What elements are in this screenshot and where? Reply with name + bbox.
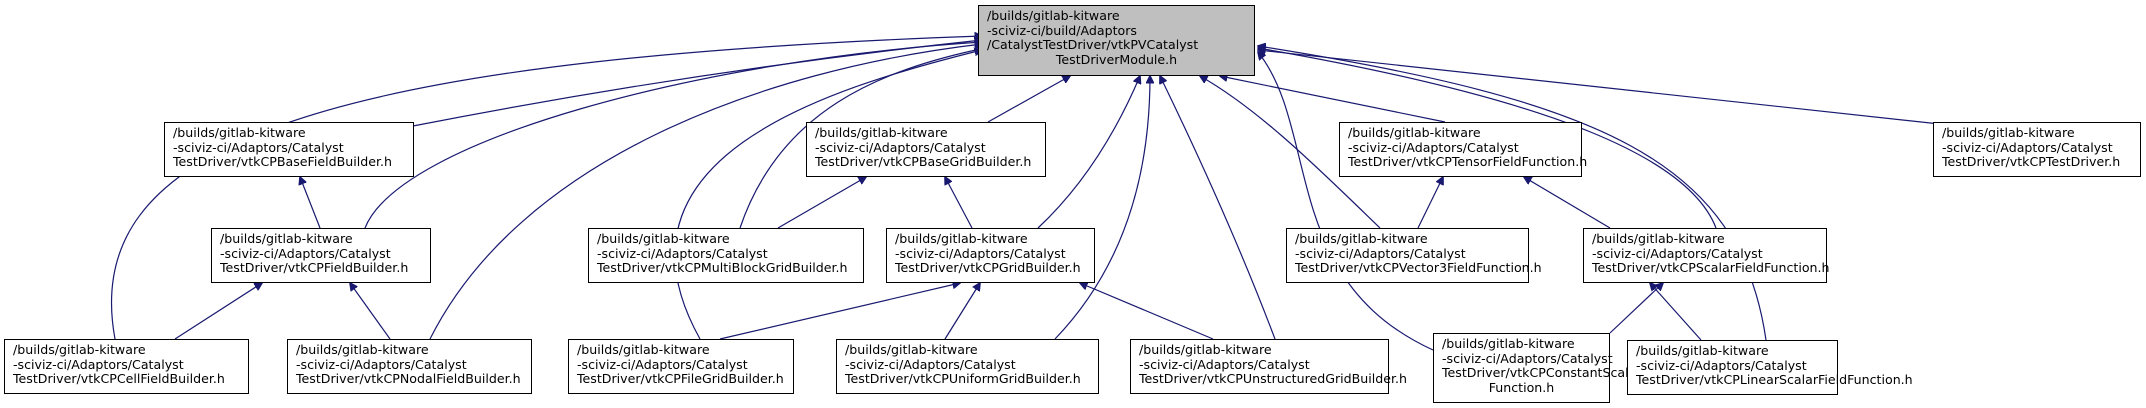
edge-linearscalar-to-root xyxy=(1258,46,1767,341)
node-line: /builds/gitlab-kitware xyxy=(577,342,710,357)
node-line: -sciviz-ci/Adaptors/Catalyst xyxy=(1139,356,1310,372)
node-vtkCPFileGridBuilder[interactable]: /builds/gitlab-kitware -sciviz-ci/Adapto… xyxy=(568,339,794,394)
node-vtkCPBaseGridBuilder[interactable]: /builds/gitlab-kitware -sciviz-ci/Adapto… xyxy=(806,122,1046,177)
edge-field-to-root xyxy=(364,42,982,229)
edge-multiblock-to-root xyxy=(739,48,985,229)
node-line: TestDriver/vtkCPBaseGridBuilder.h xyxy=(815,154,1032,170)
node-line: /builds/gitlab-kitware xyxy=(1348,125,1481,140)
node-line: TestDriver/vtkCPLinearScalarFieldFunctio… xyxy=(1636,372,1913,388)
node-vtkCPTestDriver[interactable]: /builds/gitlab-kitware -sciviz-ci/Adapto… xyxy=(1933,122,2141,177)
node-line: TestDriver/vtkCPTensorFieldFunction.h xyxy=(1348,154,1588,170)
node-vtkCPVector3FieldFunction[interactable]: /builds/gitlab-kitware -sciviz-ci/Adapto… xyxy=(1286,228,1542,283)
edge-multiblock-to-basegrid xyxy=(777,177,866,229)
edge-uniformgrid-to-grid xyxy=(944,283,980,340)
node-line: TestDriver/vtkCPUnstructuredGridBuilder.… xyxy=(1139,371,1408,387)
edge-basefield-to-root xyxy=(412,40,982,127)
node-line: /builds/gitlab-kitware xyxy=(895,231,1028,246)
node-line: /builds/gitlab-kitware xyxy=(1636,343,1769,358)
node-vtkCPGridBuilder[interactable]: /builds/gitlab-kitware -sciviz-ci/Adapto… xyxy=(886,228,1095,283)
node-vtkCPMultiBlockGridBuilder[interactable]: /builds/gitlab-kitware -sciviz-ci/Adapto… xyxy=(588,228,864,283)
node-line: -sciviz-ci/Adaptors/Catalyst xyxy=(220,245,391,261)
node-line: TestDriver/vtkCPFileGridBuilder.h xyxy=(577,371,784,387)
edge-nodalfield-to-field xyxy=(350,283,391,340)
edge-basegrid-to-root xyxy=(987,76,1070,123)
node-line: -sciviz-ci/Adaptors/Catalyst xyxy=(577,356,748,372)
node-line: -sciviz-ci/Adaptors/Catalyst xyxy=(815,139,986,155)
node-vtkCPCellFieldBuilder[interactable]: /builds/gitlab-kitware -sciviz-ci/Adapto… xyxy=(4,339,249,394)
node-line: -sciviz-ci/Adaptors/Catalyst xyxy=(1442,350,1613,366)
node-line: TestDriver/vtkCPVector3FieldFunction.h xyxy=(1295,260,1542,276)
edge-uniformgrid-to-root xyxy=(1054,76,1150,340)
edge-tensor-to-root xyxy=(1220,76,1446,123)
node-line: -sciviz-ci/Adaptors/Catalyst xyxy=(13,356,184,372)
node-line: /builds/gitlab-kitware xyxy=(1442,336,1575,351)
node-vtkCPLinearScalarFieldFunction[interactable]: /builds/gitlab-kitware -sciviz-ci/Adapto… xyxy=(1627,340,1913,395)
node-line: -sciviz-ci/Adaptors/Catalyst xyxy=(173,139,344,155)
node-line: -sciviz-ci/Adaptors/Catalyst xyxy=(296,356,467,372)
edge-filegrid-to-root xyxy=(674,50,982,340)
node-line: /builds/gitlab-kitware xyxy=(220,231,353,246)
edge-field-to-basefield xyxy=(300,177,321,229)
edge-constscalar-to-scalar xyxy=(1609,283,1663,334)
node-line: /builds/gitlab-kitware xyxy=(1139,342,1272,357)
node-line: /CatalystTestDriver/vtkPVCatalyst xyxy=(987,37,1199,53)
node-vtkCPScalarFieldFunction[interactable]: /builds/gitlab-kitware -sciviz-ci/Adapto… xyxy=(1583,228,1830,283)
edge-unstructuredgrid-to-root xyxy=(1160,76,1276,340)
edge-vector3-to-tensor xyxy=(1417,177,1443,229)
node-line: /builds/gitlab-kitware xyxy=(597,231,730,246)
edge-grid-to-root xyxy=(1037,76,1140,229)
node-line: TestDriver/vtkCPGridBuilder.h xyxy=(895,260,1081,276)
edge-testdriver-to-root xyxy=(1258,50,1959,127)
edge-linearscalar-to-scalar xyxy=(1650,283,1702,341)
node-line: TestDriver/vtkCPBaseFieldBuilder.h xyxy=(173,154,392,170)
edge-constscalar-to-root xyxy=(1258,52,1434,351)
node-line: -sciviz-ci/Adaptors/Catalyst xyxy=(1636,357,1807,373)
edge-nodalfield-to-root xyxy=(429,44,982,340)
node-line: /builds/gitlab-kitware xyxy=(173,125,306,140)
edge-unstructuredgrid-to-grid xyxy=(1080,283,1214,340)
edge-filegrid-to-grid xyxy=(719,283,960,340)
node-line: /builds/gitlab-kitware xyxy=(1942,125,2075,140)
node-vtkCPBaseFieldBuilder[interactable]: /builds/gitlab-kitware -sciviz-ci/Adapto… xyxy=(164,122,414,177)
node-line: /builds/gitlab-kitware xyxy=(1592,231,1725,246)
node-vtkCPTensorFieldFunction[interactable]: /builds/gitlab-kitware -sciviz-ci/Adapto… xyxy=(1339,122,1588,177)
edge-vector3-to-root xyxy=(1200,76,1381,229)
node-vtkCPConstantScalarFieldFunction[interactable]: /builds/gitlab-kitware -sciviz-ci/Adapto… xyxy=(1433,333,1671,403)
edge-grid-to-basegrid xyxy=(945,177,973,229)
node-line: -sciviz-ci/Adaptors/Catalyst xyxy=(597,245,768,261)
node-line: -sciviz-ci/build/Adaptors xyxy=(987,22,1137,38)
node-line: -sciviz-ci/Adaptors/Catalyst xyxy=(1295,245,1466,261)
node-line: /builds/gitlab-kitware xyxy=(987,8,1120,23)
node-line: /builds/gitlab-kitware xyxy=(1295,231,1428,246)
node-line: TestDriver/vtkCPTestDriver.h xyxy=(1942,154,2121,170)
node-line: /builds/gitlab-kitware xyxy=(845,342,978,357)
node-line: TestDriver/vtkCPUniformGridBuilder.h xyxy=(845,371,1081,387)
edge-scalar-to-tensor xyxy=(1524,177,1611,229)
node-vtkCPUniformGridBuilder[interactable]: /builds/gitlab-kitware -sciviz-ci/Adapto… xyxy=(836,339,1099,394)
node-line: TestDriver/vtkCPMultiBlockGridBuilder.h xyxy=(597,260,848,276)
node-line: TestDriver/vtkCPConstantScalarField xyxy=(1442,365,1671,381)
edge-cellfield-to-field xyxy=(174,283,262,340)
node-line: TestDriver/vtkCPCellFieldBuilder.h xyxy=(13,371,225,387)
node-line: -sciviz-ci/Adaptors/Catalyst xyxy=(1348,139,1519,155)
root-node-vtkPVCatalystTestDriverModule[interactable]: /builds/gitlab-kitware -sciviz-ci/build/… xyxy=(978,5,1255,76)
node-vtkCPNodalFieldBuilder[interactable]: /builds/gitlab-kitware -sciviz-ci/Adapto… xyxy=(287,339,532,394)
node-line: /builds/gitlab-kitware xyxy=(296,342,429,357)
node-line: /builds/gitlab-kitware xyxy=(815,125,948,140)
node-line: /builds/gitlab-kitware xyxy=(13,342,146,357)
edge-scalar-to-root xyxy=(1258,48,1717,229)
node-line: TestDriver/vtkCPScalarFieldFunction.h xyxy=(1592,260,1830,276)
node-line: TestDriver/vtkCPNodalFieldBuilder.h xyxy=(296,371,521,387)
edge-cellfield-to-root xyxy=(110,36,982,340)
node-line: -sciviz-ci/Adaptors/Catalyst xyxy=(845,356,1016,372)
node-line: -sciviz-ci/Adaptors/Catalyst xyxy=(895,245,1066,261)
node-vtkCPFieldBuilder[interactable]: /builds/gitlab-kitware -sciviz-ci/Adapto… xyxy=(211,228,431,283)
node-line: TestDriver/vtkCPFieldBuilder.h xyxy=(220,260,409,276)
node-line: -sciviz-ci/Adaptors/Catalyst xyxy=(1942,139,2113,155)
node-vtkCPUnstructuredGridBuilder[interactable]: /builds/gitlab-kitware -sciviz-ci/Adapto… xyxy=(1130,339,1408,394)
node-line: TestDriverModule.h xyxy=(1055,51,1178,67)
node-line: -sciviz-ci/Adaptors/Catalyst xyxy=(1592,245,1763,261)
node-line: Function.h xyxy=(1488,379,1555,395)
